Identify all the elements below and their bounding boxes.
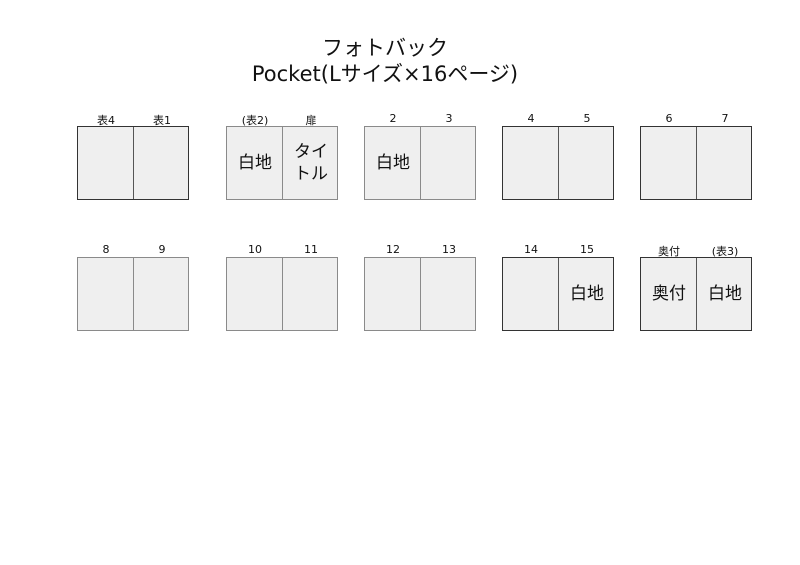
page-label-right: 9 xyxy=(158,243,166,256)
page-label-left: 8 xyxy=(102,243,110,256)
page-content-left: 白地 xyxy=(238,153,272,173)
diagram-title: フォトバック xyxy=(322,36,448,60)
page-content-right xyxy=(421,127,477,199)
page-content-left xyxy=(503,258,559,330)
page-label-right: 15 xyxy=(580,243,594,256)
page-label-left: 6 xyxy=(665,112,673,125)
page-content-left xyxy=(227,258,283,330)
page-label-left: 4 xyxy=(527,112,535,125)
page-content-left xyxy=(503,127,559,199)
spread-8: 12 13 xyxy=(364,243,477,331)
page-content-left xyxy=(78,258,134,330)
page-label-right: 5 xyxy=(583,112,591,125)
page-label-left: 表4 xyxy=(97,114,115,127)
spread-spine xyxy=(558,127,559,199)
spread-10: 奥付奥付(表3)白地 xyxy=(640,245,752,331)
page-label-right: (表3) xyxy=(711,245,739,258)
spread-spine xyxy=(282,258,283,330)
page-label-left: 14 xyxy=(524,243,538,256)
page-label-right: 13 xyxy=(442,243,456,256)
page-label-left: 10 xyxy=(248,243,262,256)
page-content-left: 白地 xyxy=(376,153,410,173)
page-content-left xyxy=(365,258,421,330)
spread-spine xyxy=(133,258,134,330)
page-content-right xyxy=(134,258,190,330)
spread-2: (表2) 白地 扉タイ トル xyxy=(226,114,338,200)
page-label-right: 11 xyxy=(304,243,318,256)
page-content-left xyxy=(78,127,134,199)
spread-3: 2 白地 3 xyxy=(364,112,477,200)
spread-spine xyxy=(420,127,421,199)
page-content-right: タイ トル xyxy=(294,142,328,184)
page-label-right: 扉 xyxy=(305,114,317,127)
page-content-right xyxy=(697,127,753,199)
spread-spine xyxy=(696,127,697,199)
spread-spine xyxy=(133,127,134,199)
page-content-left: 奥付 xyxy=(652,284,686,304)
spread-7: 10 11 xyxy=(226,243,339,331)
page-label-left: 2 xyxy=(389,112,397,125)
page-content-right xyxy=(134,127,190,199)
page-label-left: (表2) xyxy=(241,114,269,127)
spread-spine xyxy=(420,258,421,330)
diagram-subtitle: Pocket(Lサイズ×16ページ) xyxy=(251,62,519,86)
spread-spine xyxy=(696,258,697,330)
page-label-right: 表1 xyxy=(153,114,171,127)
page-content-left xyxy=(641,127,697,199)
page-label-right: 3 xyxy=(445,112,453,125)
spread-spine xyxy=(558,258,559,330)
page-label-right: 7 xyxy=(721,112,729,125)
page-content-right: 白地 xyxy=(708,284,742,304)
spread-9: 14 15 白地 xyxy=(502,243,614,331)
page-content-right xyxy=(421,258,477,330)
spread-spine xyxy=(282,127,283,199)
page-content-right xyxy=(559,127,615,199)
page-label-left: 奥付 xyxy=(658,245,680,258)
spread-1: 表4 表1 xyxy=(77,114,190,200)
page-content-right xyxy=(283,258,339,330)
page-content-right: 白地 xyxy=(570,284,604,304)
page-label-left: 12 xyxy=(386,243,400,256)
